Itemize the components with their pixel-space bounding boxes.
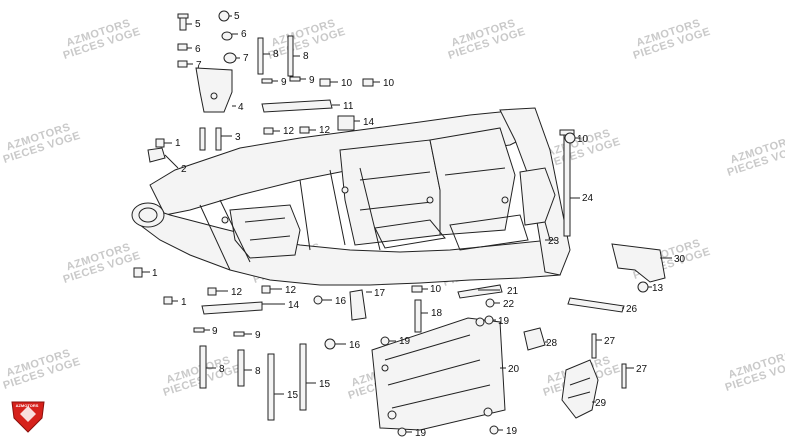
callout-27: 27 xyxy=(636,364,648,375)
callout-14: 14 xyxy=(363,117,375,128)
callout-16: 16 xyxy=(349,340,361,351)
callout-19: 19 xyxy=(506,426,518,437)
callout-24: 24 xyxy=(582,193,594,204)
left-lower-parts xyxy=(133,267,423,421)
callout-12: 12 xyxy=(319,125,331,136)
brand-logo xyxy=(11,401,45,433)
callout-2: 2 xyxy=(181,164,187,175)
callout-11: 11 xyxy=(343,101,354,112)
callout-9: 9 xyxy=(309,75,315,86)
callout-10: 10 xyxy=(341,78,353,89)
callout-9: 9 xyxy=(255,330,261,341)
callout-8: 8 xyxy=(303,51,309,62)
callout-numbers: 5 5 6 6 7 7 8 8 9 9 10 10 4 11 12 12 14 … xyxy=(152,11,686,438)
callout-23: 23 xyxy=(548,236,560,247)
callout-29: 29 xyxy=(595,398,607,409)
callout-1: 1 xyxy=(181,297,187,308)
logo-text: AZMOTORS xyxy=(15,403,39,408)
callout-5: 5 xyxy=(234,11,240,22)
callout-4: 4 xyxy=(238,102,244,113)
callout-3: 3 xyxy=(235,132,241,143)
callout-13: 13 xyxy=(652,283,664,294)
callout-22: 22 xyxy=(503,299,515,310)
callout-8: 8 xyxy=(273,49,279,60)
callout-27: 27 xyxy=(604,336,616,347)
callout-15: 15 xyxy=(287,390,299,401)
leader-lines xyxy=(142,15,672,433)
callout-16: 16 xyxy=(335,296,347,307)
callout-9: 9 xyxy=(281,77,287,88)
callout-7: 7 xyxy=(243,53,249,64)
callout-19: 19 xyxy=(399,336,411,347)
callout-19: 19 xyxy=(498,316,510,327)
callout-10: 10 xyxy=(383,78,395,89)
callout-6: 6 xyxy=(195,44,201,55)
callout-19: 19 xyxy=(415,428,427,438)
callout-8: 8 xyxy=(219,364,225,375)
callout-9: 9 xyxy=(212,326,218,337)
callout-26: 26 xyxy=(626,304,638,315)
callout-10: 10 xyxy=(577,134,589,145)
callout-7: 7 xyxy=(196,60,202,71)
frame-assembly xyxy=(131,107,571,286)
callout-12: 12 xyxy=(285,285,297,296)
callout-5: 5 xyxy=(195,19,201,30)
callout-14: 14 xyxy=(288,300,300,311)
callout-10: 10 xyxy=(430,284,442,295)
callout-12: 12 xyxy=(283,126,295,137)
callout-30: 30 xyxy=(674,254,686,265)
callout-8: 8 xyxy=(255,366,261,377)
right-parts xyxy=(371,129,666,437)
callout-1: 1 xyxy=(152,268,158,279)
callout-21: 21 xyxy=(507,286,519,297)
callout-1: 1 xyxy=(175,138,181,149)
callout-6: 6 xyxy=(241,29,247,40)
callout-28: 28 xyxy=(546,338,558,349)
callout-15: 15 xyxy=(319,379,331,390)
callout-12: 12 xyxy=(231,287,243,298)
callout-17: 17 xyxy=(374,288,386,299)
callout-18: 18 xyxy=(431,308,443,319)
callout-20: 20 xyxy=(508,364,520,375)
